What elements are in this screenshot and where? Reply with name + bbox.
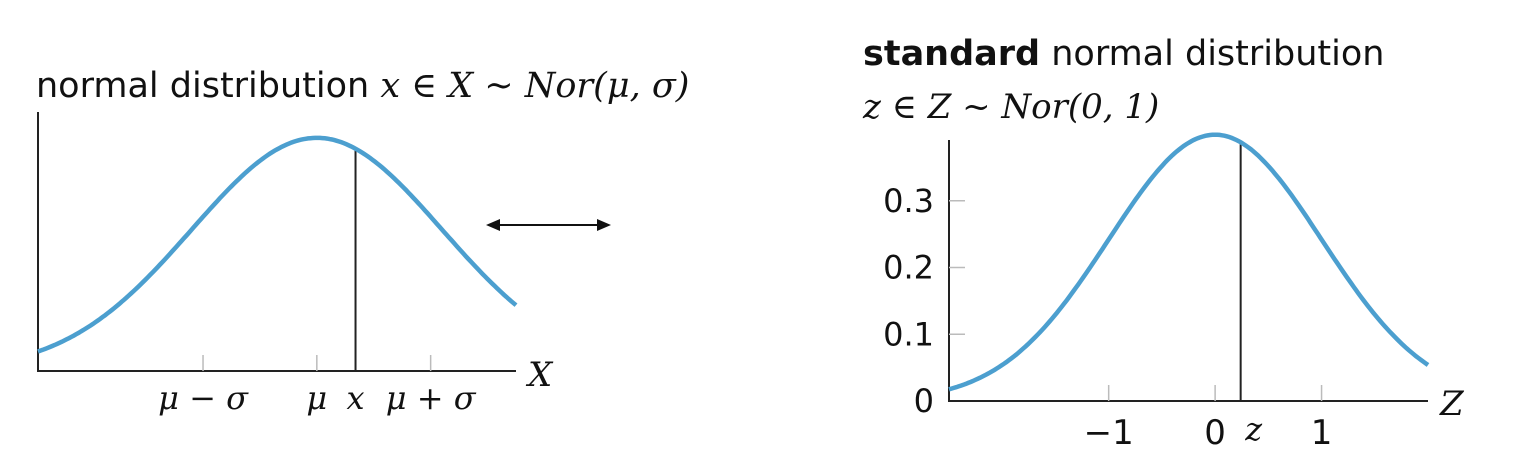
right-y-tick-label-0-3: 0.3 bbox=[883, 182, 934, 220]
left-tick-label-mu-minus-sigma: μ − σ bbox=[158, 379, 249, 417]
right-x-tick-label-1: 1 bbox=[1311, 413, 1333, 453]
right-tick-marks bbox=[949, 200, 1323, 401]
left-panel: normal distribution x ∈ X ~ Nor(μ, σ) X … bbox=[36, 66, 689, 417]
left-tick-label-mu-plus-sigma: μ + σ bbox=[386, 379, 477, 417]
right-x-tick-label-minus-1: −1 bbox=[1084, 413, 1134, 453]
right-x-tick-label-0: 0 bbox=[1204, 413, 1226, 453]
right-title-rest: normal distribution bbox=[1040, 34, 1384, 74]
right-curve bbox=[948, 132, 1430, 392]
left-title-formula: x ∈ X ~ Nor(μ, σ) bbox=[380, 66, 689, 106]
right-marker-label: z bbox=[1244, 410, 1263, 448]
left-tick-label-mu: μ bbox=[306, 379, 327, 417]
right-title-formula: z ∈ Z ~ Nor(0, 1) bbox=[862, 87, 1159, 127]
right-y-tick-label-0-2: 0.2 bbox=[883, 249, 934, 287]
right-y-tick-label-0: 0 bbox=[914, 382, 934, 420]
right-panel: standard normal distribution z ∈ Z ~ Nor… bbox=[862, 34, 1465, 453]
right-title: standard normal distribution bbox=[863, 34, 1384, 74]
double-arrow-icon bbox=[486, 219, 611, 231]
left-curve bbox=[37, 135, 518, 354]
right-y-tick-label-0-1: 0.1 bbox=[883, 315, 934, 353]
left-axis-label: X bbox=[525, 355, 554, 395]
left-title: normal distribution x ∈ X ~ Nor(μ, σ) bbox=[36, 66, 689, 106]
left-tick-marks bbox=[202, 355, 432, 371]
left-title-text: normal distribution bbox=[36, 66, 380, 106]
right-axis-label: Z bbox=[1439, 384, 1465, 424]
left-marker-label: x bbox=[347, 379, 365, 417]
right-title-bold: standard bbox=[863, 34, 1040, 74]
